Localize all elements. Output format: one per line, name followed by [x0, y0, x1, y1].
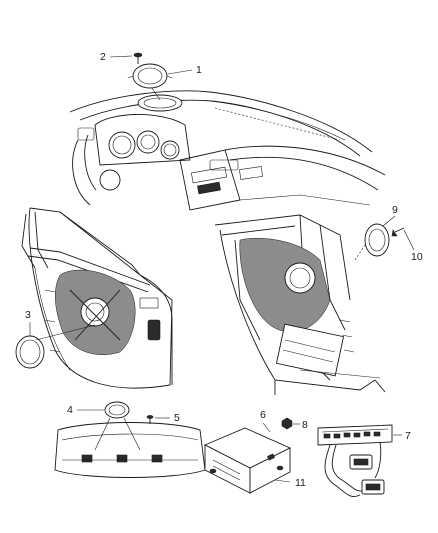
callout-5: 5 [174, 412, 180, 424]
callout-2: 2 [100, 51, 106, 63]
leader-part-1-location [151, 87, 161, 101]
callout-8: 8 [302, 419, 308, 431]
callout-4: 4 [67, 404, 73, 416]
callout-11: 11 [295, 477, 306, 489]
screw-part-5 [146, 415, 154, 424]
callout-9: 9 [392, 204, 398, 216]
top-cover-grille-part-4 [94, 401, 141, 451]
screw-part-10 [391, 227, 405, 237]
leader-9 [382, 215, 396, 227]
leader-2 [109, 55, 133, 58]
instrument-panel-view [69, 90, 386, 211]
leader-part-11 [274, 479, 291, 483]
leader-part-6 [262, 422, 271, 433]
callout-7: 7 [405, 430, 411, 442]
leader-1 [167, 69, 193, 75]
dash-speaker-grille-part-1 [127, 63, 173, 89]
front-door-view [21, 207, 173, 389]
leader-part-9-location [354, 244, 366, 261]
a-pillar-kick-panel-view [214, 214, 386, 395]
leader-10 [403, 229, 415, 251]
screw-part-2 [133, 52, 143, 64]
wiring-connector-part-7 [317, 424, 393, 497]
callout-6: 6 [260, 409, 266, 421]
a-pillar-speaker-part-9 [364, 223, 390, 257]
nut-part-8 [281, 417, 293, 430]
top-cover-assembly-view [54, 422, 206, 478]
callout-labels: 1 2 3 4 5 6 7 8 9 10 11 [25, 51, 423, 489]
door-speaker-part-3 [15, 335, 45, 369]
callout-10: 10 [411, 251, 423, 263]
amplifier-module-part-6 [203, 427, 292, 494]
callout-3: 3 [25, 309, 31, 321]
callout-1: 1 [196, 64, 202, 76]
leader-part-3-location [35, 324, 96, 341]
